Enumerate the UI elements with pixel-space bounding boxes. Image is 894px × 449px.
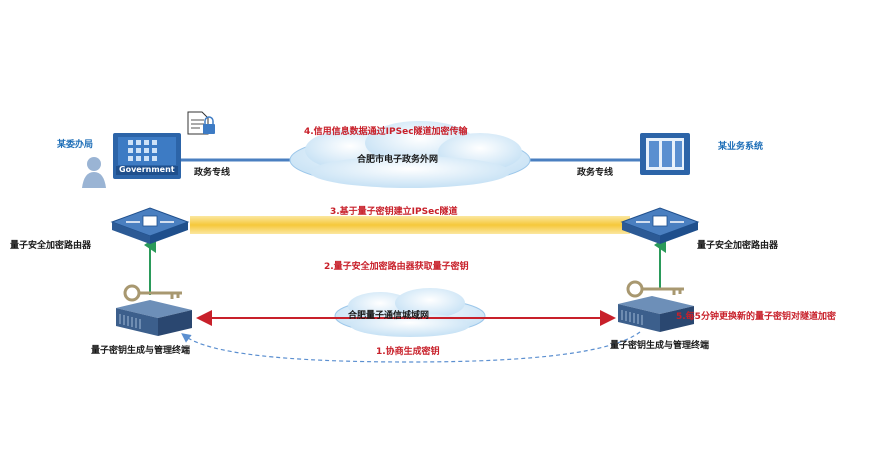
right-line-label: 政务专线 — [577, 168, 614, 178]
step3-label: 3.基于量子密钥建立IPSec隧道 — [330, 207, 458, 217]
wan-cloud-label: 合肥市电子政务外网 — [357, 155, 439, 165]
right-terminal-label: 量子密钥生成与管理终端 — [610, 341, 710, 351]
step2-label: 2.量子安全加密路由器获取量子密钥 — [324, 262, 469, 272]
right-system-label: 某业务系统 — [718, 142, 764, 152]
left-key-icon — [123, 284, 182, 302]
left-router-icon — [110, 207, 190, 244]
step1-label: 1.协商生成密钥 — [376, 347, 440, 357]
left-office-label: 某委办局 — [57, 140, 94, 150]
server-icon — [640, 133, 690, 175]
left-router-label: 量子安全加密路由器 — [10, 241, 92, 251]
right-terminal-icon — [618, 296, 694, 332]
government-sign: Government — [119, 165, 175, 174]
document-lock-icon — [187, 111, 215, 135]
left-line-label: 政务专线 — [194, 168, 231, 178]
ipsec-tunnel — [190, 216, 630, 234]
wan-cloud — [289, 121, 531, 188]
right-router-icon — [620, 207, 700, 244]
left-terminal-icon — [116, 300, 192, 336]
negotiation-curve — [181, 331, 641, 363]
government-building-icon — [113, 133, 181, 179]
right-key-icon — [626, 280, 684, 298]
user-icon — [82, 157, 106, 188]
right-router-label: 量子安全加密路由器 — [697, 241, 779, 251]
step5-label: 5.每5分钟更换新的量子密钥对隧道加密 — [676, 312, 836, 322]
left-terminal-label: 量子密钥生成与管理终端 — [91, 346, 191, 356]
step4-label: 4.信用信息数据通过IPSec隧道加密传输 — [304, 127, 468, 137]
city-net-cloud-label: 合肥量子通信城域网 — [348, 311, 430, 321]
